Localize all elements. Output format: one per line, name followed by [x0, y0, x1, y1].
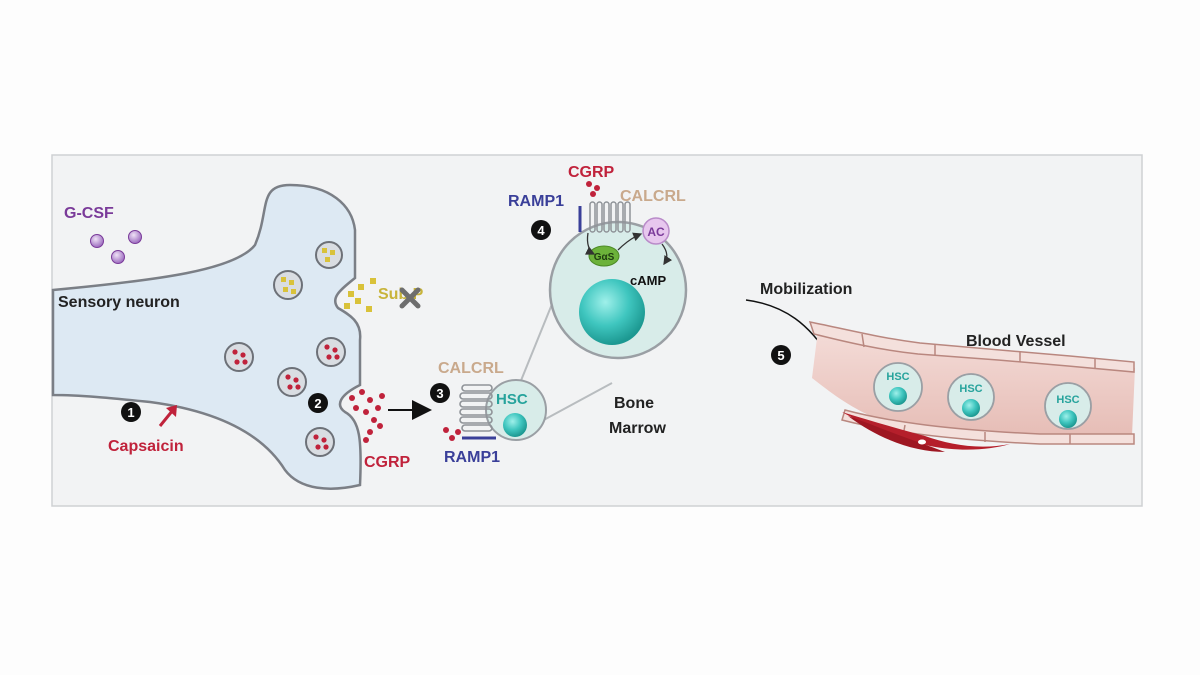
camp-label: cAMP: [630, 273, 666, 288]
hsc-vessel-cell-1: [873, 362, 923, 412]
cgrp-zoom-particles: [586, 181, 600, 197]
capsaicin-arrow-icon: [158, 405, 177, 427]
hsc-vessel-label-1: HSC: [886, 371, 909, 383]
cgrp-vesicle-2: [316, 337, 346, 367]
hsc-zoom-cell: [548, 220, 688, 360]
gcsf-label: G-CSF: [64, 205, 114, 222]
hsc-vessel-cell-2: [947, 373, 995, 421]
step-1-badge: 1: [121, 402, 141, 422]
blocked-x-icon: [399, 287, 421, 309]
mobilization-label: Mobilization: [760, 281, 852, 298]
hsc-vessel-label-2: HSC: [959, 383, 982, 395]
bone-label: Bone: [614, 395, 654, 412]
marrow-label: Marrow: [609, 420, 666, 437]
calcrl-receptor: [459, 384, 493, 432]
subp-vesicle-1: [273, 270, 303, 300]
cgrp-vesicle-4: [305, 427, 335, 457]
calcrl-zoom-label: CALCRL: [620, 188, 686, 205]
gas-label: GαS: [594, 252, 615, 263]
ac-to-camp-arrow: [661, 243, 673, 266]
blood-clot: [842, 412, 1010, 450]
step-2-badge: 2: [308, 393, 328, 413]
sensory-neuron-body: [51, 183, 362, 490]
receptor-to-gas-arrow: [584, 232, 596, 255]
ac-enzyme: [642, 217, 670, 245]
blood-shadow: [848, 416, 945, 452]
svg-text:1: 1: [127, 405, 134, 420]
hsc-marrow-label: HSC: [496, 391, 528, 408]
calcrl-label: CALCRL: [438, 360, 504, 377]
ramp1-zoom-label: RAMP1: [508, 193, 564, 210]
cgrp-bound-particles: [443, 427, 461, 441]
hsc-marrow-cell: [485, 379, 547, 441]
cgrp-vesicle-1: [224, 342, 254, 372]
hsc-vessel-label-3: HSC: [1056, 394, 1079, 406]
ac-label: AC: [647, 225, 665, 239]
blood-vessel-label: Blood Vessel: [966, 333, 1066, 350]
zoom-line-bottom: [539, 382, 613, 423]
capsaicin-label: Capsaicin: [108, 438, 184, 455]
step-3-badge: 3: [430, 383, 450, 403]
step-4-badge: 4: [531, 220, 551, 240]
svg-text:4: 4: [537, 223, 545, 238]
calcrl-zoom-receptor: [589, 201, 631, 233]
sensory-neuron-label: Sensory neuron: [58, 294, 180, 311]
gcsf-molecules: [90, 230, 142, 264]
cgrp-vesicle-3: [277, 367, 307, 397]
subp-particles: [344, 278, 376, 312]
cgrp-particles: [349, 389, 385, 443]
subp-vesicle-2: [315, 241, 343, 269]
hsc-vessel-cell-3: [1044, 382, 1092, 430]
ramp1-label: RAMP1: [444, 449, 500, 466]
gas-to-ac-arrow: [617, 232, 643, 251]
svg-text:2: 2: [314, 396, 321, 411]
svg-text:3: 3: [436, 386, 443, 401]
blood-highlight: [918, 439, 926, 445]
cgrp-release-label: CGRP: [364, 454, 411, 471]
step-5-badge: 5: [771, 345, 791, 365]
svg-text:5: 5: [777, 348, 784, 363]
gas-protein: [588, 245, 620, 267]
cgrp-zoom-label: CGRP: [568, 164, 615, 181]
